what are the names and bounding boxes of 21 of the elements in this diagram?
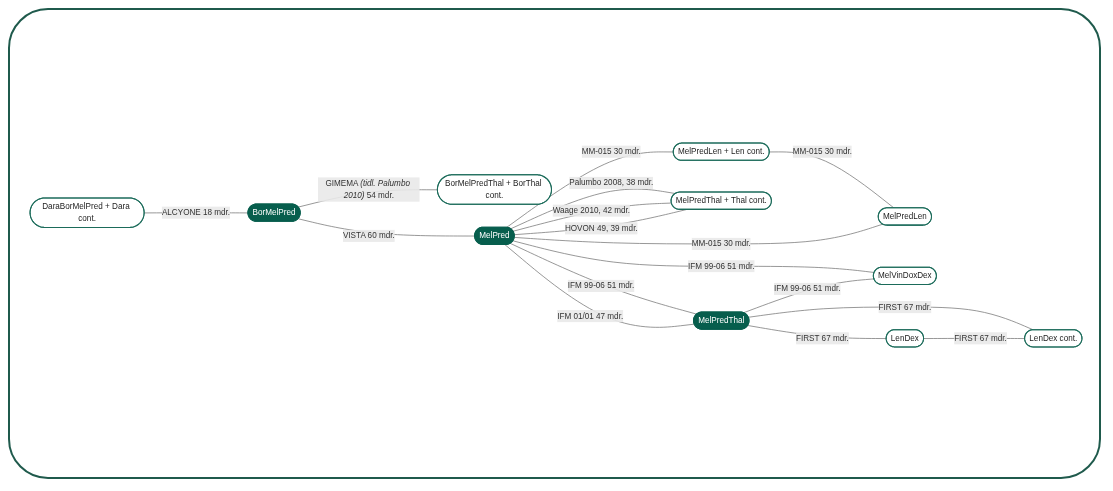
connector — [512, 202, 672, 232]
edge-label: MM-015 30 mdr. — [792, 147, 852, 156]
edge-label: Waage 2010, 42 mdr. — [552, 206, 631, 215]
connector — [504, 244, 695, 328]
edge-label: Palumbo 2008, 38 mdr. — [569, 178, 654, 188]
connector — [510, 188, 676, 230]
edge-label: IFM 01/01 47 mdr. — [557, 311, 624, 321]
edge-label: IFM 99-06 51 mdr. — [688, 261, 755, 271]
edge-label: IFM 99-06 51 mdr. — [774, 284, 841, 294]
edge-label: FIRST 67 mdr. — [796, 333, 849, 343]
edge-label: IFM 99-06 51 mdr. — [567, 281, 635, 290]
edge-label: GIMEMA (tidl. Palumbo 2010) 54 mdr. — [325, 178, 410, 200]
edge-label: MM-015 30 mdr. — [581, 147, 641, 156]
edge-label: ALCYONE 18 mdr. — [161, 208, 231, 217]
edge-label: MM-015 30 mdr. — [691, 239, 751, 248]
edge-label: FIRST 67 mdr. — [878, 302, 932, 312]
edge-label: FIRST 67 mdr. — [954, 333, 1007, 343]
connector — [743, 278, 875, 314]
connector — [512, 240, 875, 273]
edge-label: VISTA 60 mdr. — [342, 231, 395, 240]
edge-label: HOVON 49, 39 mdr. — [564, 223, 638, 233]
